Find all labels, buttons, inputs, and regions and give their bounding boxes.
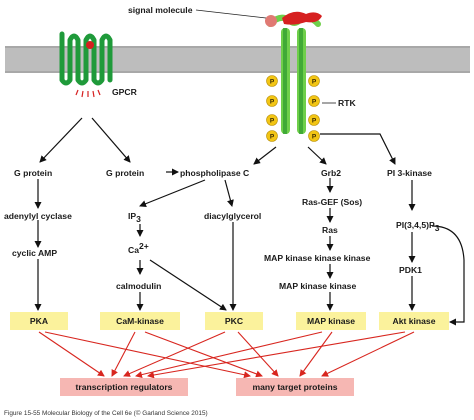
figure-caption: Figure 15-55 Molecular Biology of the Ce…: [4, 409, 208, 417]
signal-molecule-ligand: [265, 15, 277, 27]
target-box-transcription-regulators: [60, 378, 188, 396]
node-mapkkk: MAP kinase kinase kinase: [264, 253, 371, 263]
kinase-box-akt-kinase: [379, 312, 449, 330]
svg-text:P: P: [312, 99, 317, 106]
node-phospholipase-c: phospholipase C: [180, 168, 249, 178]
phospho-labels: P P P P P P P P: [270, 79, 317, 141]
node-ras-gef: Ras-GEF (Sos): [302, 197, 362, 207]
rtk-label: RTK: [338, 98, 356, 108]
pathway-arrows: [34, 117, 465, 326]
kinase-label-map-kinase: MAP kinase: [307, 316, 355, 326]
membrane-top-edge: [5, 46, 470, 48]
kinase-label-akt-kinase: Akt kinase: [393, 316, 436, 326]
gpcr-activation-rays: [75, 89, 101, 98]
kinase-box-pka: [10, 312, 68, 330]
node-adenylyl-cyclase: adenylyl cyclase: [4, 211, 72, 221]
node-calmodulin: calmodulin: [116, 281, 161, 291]
signal-molecule-leader: [195, 9, 267, 19]
target-arrows: [38, 331, 415, 379]
kinase-label-cam-kinase: CaM-kinase: [116, 316, 164, 326]
rtk-signal-molecule: [282, 11, 322, 25]
node-cyclic-amp: cyclic AMP: [12, 248, 57, 258]
svg-text:P: P: [312, 134, 317, 141]
target-label-many-target-proteins: many target proteins: [252, 382, 337, 392]
node-diacylglycerol: diacylglycerol: [204, 211, 261, 221]
phospho-groups: [266, 75, 320, 142]
kinase-box-pkc: [205, 312, 263, 330]
gpcr-bound-signal-molecule: [86, 41, 94, 49]
kinase-row: [10, 312, 449, 330]
node-g-protein-right: G protein: [106, 168, 144, 178]
node-g-protein-left: G protein: [14, 168, 52, 178]
gpcr-receptor: [59, 31, 113, 86]
node-ip3: IP3: [128, 211, 141, 224]
node-pip3: PI(3,4,5)P3: [396, 220, 440, 233]
plasma-membrane: [5, 46, 470, 73]
signal-molecule-label: signal molecule: [128, 5, 193, 15]
kinase-label-pka: PKA: [30, 316, 48, 326]
node-pdk1: PDK1: [399, 265, 422, 275]
svg-text:P: P: [312, 118, 317, 125]
target-label-transcription-regulators: transcription regulators: [76, 382, 173, 392]
svg-text:P: P: [270, 118, 275, 125]
node-mapkk: MAP kinase kinase: [279, 281, 356, 291]
kinase-box-map-kinase: [296, 312, 366, 330]
node-pi3-kinase: PI 3-kinase: [387, 168, 432, 178]
svg-text:P: P: [270, 134, 275, 141]
node-grb2: Grb2: [321, 168, 341, 178]
gpcr-label: GPCR: [112, 87, 138, 97]
svg-text:P: P: [270, 99, 275, 106]
node-ca: Ca2+: [128, 241, 149, 255]
svg-text:P: P: [312, 79, 317, 86]
target-box-many-target-proteins: [236, 378, 354, 396]
kinase-box-cam-kinase: [100, 312, 180, 330]
svg-text:P: P: [270, 79, 275, 86]
kinase-label-pkc: PKC: [225, 316, 243, 326]
node-ras: Ras: [322, 225, 338, 235]
membrane-bottom-edge: [5, 71, 470, 73]
